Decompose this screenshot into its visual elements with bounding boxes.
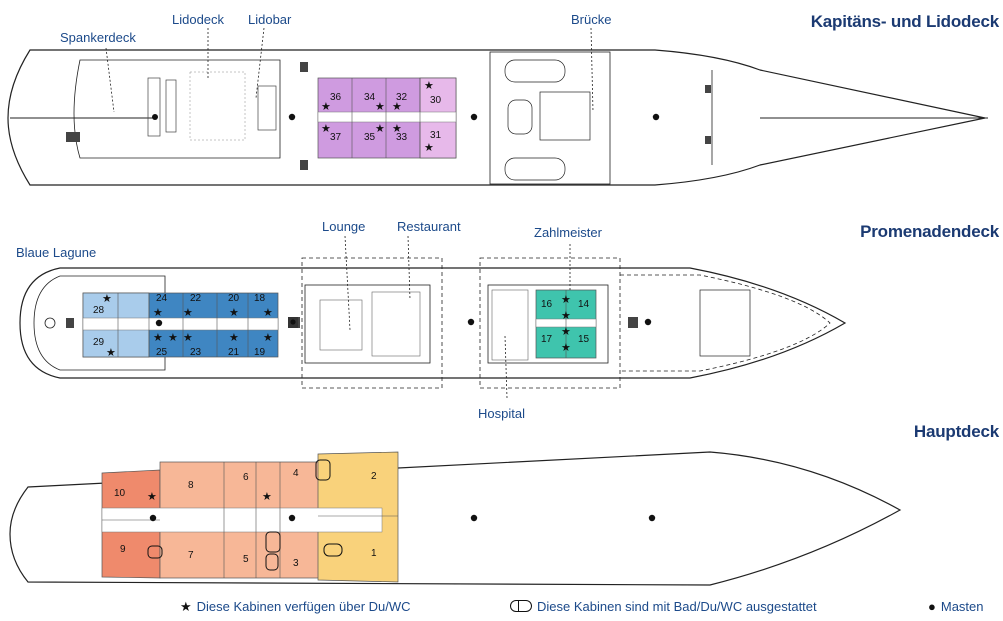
svg-text:★: ★: [561, 325, 571, 338]
svg-text:2: 2: [371, 471, 377, 482]
svg-text:5: 5: [243, 554, 249, 565]
svg-text:21: 21: [228, 347, 240, 358]
legend-star-text: Diese Kabinen verfügen über Du/WC: [196, 599, 411, 614]
kapitaen-deck-title: Kapitäns- und Lidodeck: [810, 12, 999, 31]
callout-zahlmeister: Zahlmeister: [534, 225, 602, 240]
svg-text:★: ★: [263, 331, 273, 344]
svg-text:★: ★: [561, 293, 571, 306]
svg-text:9: 9: [120, 544, 126, 555]
svg-text:★: ★: [168, 331, 178, 344]
bathtub-icon: [510, 600, 532, 612]
svg-text:8: 8: [188, 480, 194, 491]
svg-text:14: 14: [578, 299, 590, 310]
svg-text:4: 4: [293, 468, 299, 479]
svg-text:1: 1: [371, 548, 377, 559]
svg-text:★: ★: [153, 306, 163, 319]
svg-text:★: ★: [106, 346, 116, 359]
svg-text:32: 32: [396, 92, 408, 103]
svg-text:★: ★: [375, 122, 385, 135]
svg-text:★: ★: [321, 100, 331, 113]
svg-text:★: ★: [263, 306, 273, 319]
svg-text:24: 24: [156, 293, 168, 304]
svg-text:★: ★: [102, 292, 112, 305]
callout-bruecke: Brücke: [571, 12, 612, 27]
svg-text:20: 20: [228, 293, 240, 304]
svg-text:19: 19: [254, 347, 266, 358]
svg-text:17: 17: [541, 334, 553, 345]
svg-text:★: ★: [229, 306, 239, 319]
svg-text:★: ★: [375, 100, 385, 113]
svg-text:★: ★: [229, 331, 239, 344]
svg-text:18: 18: [254, 293, 266, 304]
svg-text:★: ★: [147, 490, 157, 503]
svg-text:29: 29: [93, 337, 105, 348]
promenade-deck: 28 24 22 20 18 29 25 23 21 19 16 14 17 1…: [19, 235, 847, 399]
svg-text:★: ★: [561, 309, 571, 322]
star-icon: ★: [180, 599, 192, 614]
svg-text:33: 33: [396, 132, 408, 143]
svg-text:22: 22: [190, 293, 202, 304]
legend-bath: Diese Kabinen sind mit Bad/Du/WC ausgest…: [510, 599, 817, 614]
kapitaen-deck: 36 34 32 30 37 35 33 31 ★ ★ ★ ★ ★ ★ ★ ★: [7, 27, 988, 186]
svg-text:★: ★: [392, 122, 402, 135]
haupt-deck: 10 9 8 7 6 5 4 3 2 1 ★ ★: [9, 451, 902, 586]
svg-text:★: ★: [262, 490, 272, 503]
haupt-deck-title: Hauptdeck: [913, 422, 999, 441]
legend-bath-text: Diese Kabinen sind mit Bad/Du/WC ausgest…: [537, 599, 817, 614]
mast-dot-icon: ●: [928, 599, 936, 614]
svg-text:★: ★: [424, 79, 434, 92]
svg-text:★: ★: [183, 306, 193, 319]
callout-blaue-lagune: Blaue Lagune: [16, 245, 97, 260]
svg-text:25: 25: [156, 347, 168, 358]
legend-mast: ● Masten: [928, 599, 984, 614]
svg-text:6: 6: [243, 472, 249, 483]
svg-text:34: 34: [364, 92, 376, 103]
kapitaen-cabins: 36 34 32 30 37 35 33 31 ★ ★ ★ ★ ★ ★ ★ ★: [321, 79, 442, 154]
svg-text:★: ★: [183, 331, 193, 344]
svg-text:35: 35: [364, 132, 376, 143]
legend-star: ★ Diese Kabinen verfügen über Du/WC: [180, 599, 411, 615]
callout-restaurant: Restaurant: [397, 219, 461, 234]
svg-text:37: 37: [330, 132, 342, 143]
svg-text:★: ★: [424, 141, 434, 154]
svg-text:30: 30: [430, 95, 442, 106]
kapitaen-hull: [7, 49, 986, 186]
callout-hospital: Hospital: [478, 406, 525, 421]
svg-text:28: 28: [93, 305, 105, 316]
svg-text:3: 3: [293, 558, 299, 569]
promenade-deck-title: Promenadendeck: [860, 222, 999, 241]
haupt-cabins: 10 9 8 7 6 5 4 3 2 1 ★ ★: [114, 468, 377, 569]
svg-text:16: 16: [541, 299, 553, 310]
callout-lidobar: Lidobar: [248, 12, 292, 27]
svg-text:★: ★: [561, 341, 571, 354]
svg-text:★: ★: [321, 122, 331, 135]
svg-text:7: 7: [188, 550, 194, 561]
callout-lidodeck: Lidodeck: [172, 12, 225, 27]
promenade-cabins: 28 24 22 20 18 29 25 23 21 19 16 14 17 1…: [93, 292, 590, 359]
callout-spankerdeck: Spankerdeck: [60, 30, 136, 45]
svg-text:15: 15: [578, 334, 590, 345]
callout-lounge: Lounge: [322, 219, 366, 234]
svg-text:★: ★: [153, 331, 163, 344]
svg-text:10: 10: [114, 488, 126, 499]
legend-mast-text: Masten: [940, 599, 984, 614]
svg-text:23: 23: [190, 347, 202, 358]
svg-text:36: 36: [330, 92, 342, 103]
svg-text:31: 31: [430, 130, 442, 141]
svg-text:★: ★: [392, 100, 402, 113]
